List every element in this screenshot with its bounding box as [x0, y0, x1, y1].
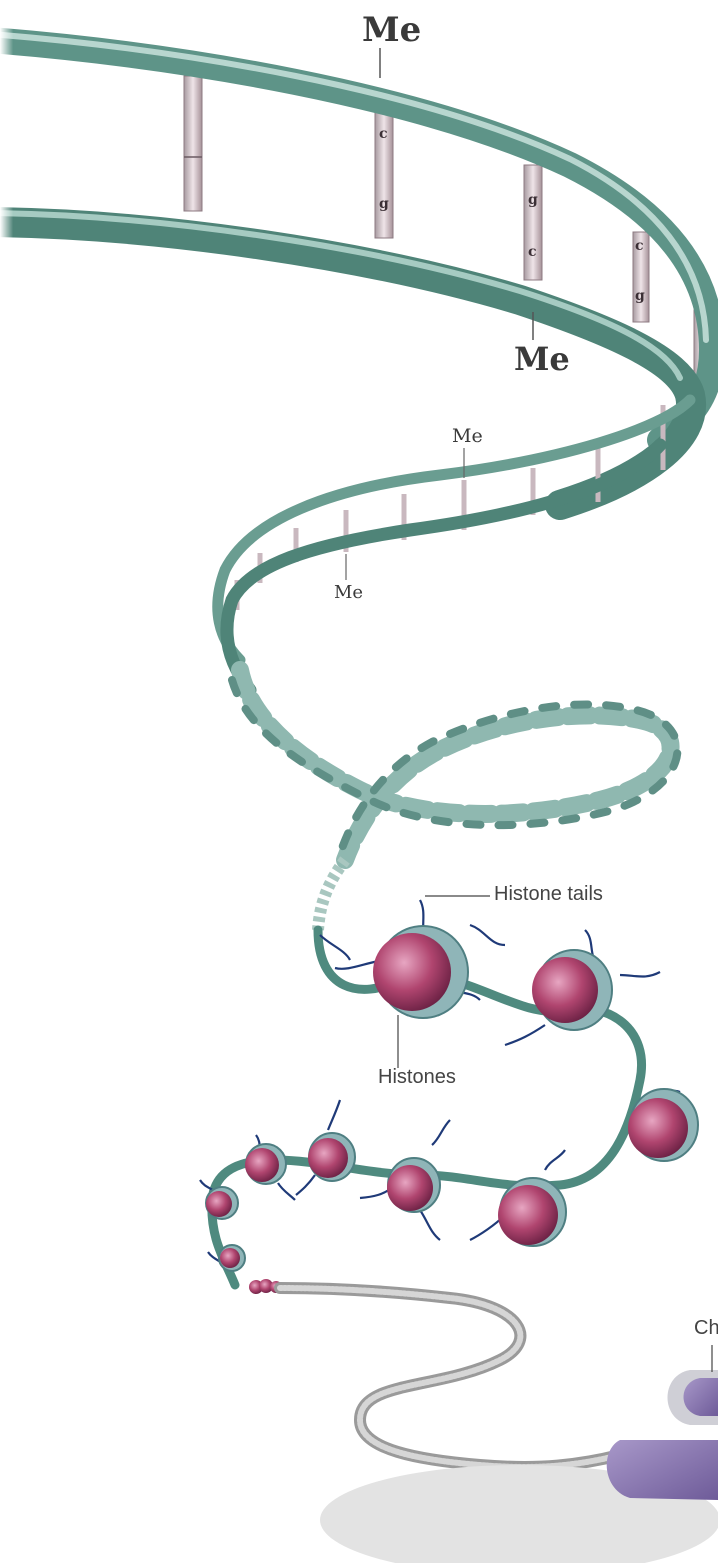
nucleosome: [498, 1178, 566, 1246]
nucleosome: [387, 1158, 440, 1212]
methyl-label-middle: Me: [514, 340, 570, 378]
methyl-label-small-upper: Me: [452, 425, 483, 447]
dna-ladder-large: [0, 0, 712, 505]
nucleosome: [308, 1133, 355, 1181]
condensed-fiber: [280, 1288, 620, 1467]
nucleosome: [373, 926, 468, 1018]
base-pair-2-bottom: c: [528, 244, 537, 260]
histones-label: Histones: [378, 1066, 456, 1089]
backbone-lower: [0, 222, 691, 505]
chromosome: [320, 1345, 718, 1563]
nucleosome: [219, 1245, 245, 1271]
methyl-label-small-lower: Me: [334, 582, 363, 603]
methyl-label-top: Me: [362, 10, 421, 50]
nucleosome: [245, 1144, 286, 1184]
base-pair-1-top: c: [379, 126, 388, 142]
base-pair-3-top: c: [635, 238, 644, 254]
base-pair-3-bottom: g: [635, 288, 645, 304]
chromatin-fiber: [200, 896, 698, 1294]
double-helix: [232, 670, 677, 930]
base-pair-2-top: g: [528, 192, 538, 208]
nucleosome: [206, 1187, 238, 1219]
chromosome-label-partial: Ch: [694, 1317, 718, 1340]
histone-tails-label: Histone tails: [494, 883, 603, 906]
nucleosome: [628, 1089, 698, 1161]
nucleosome: [532, 950, 612, 1030]
base-pair-1-bottom: g: [379, 196, 389, 212]
